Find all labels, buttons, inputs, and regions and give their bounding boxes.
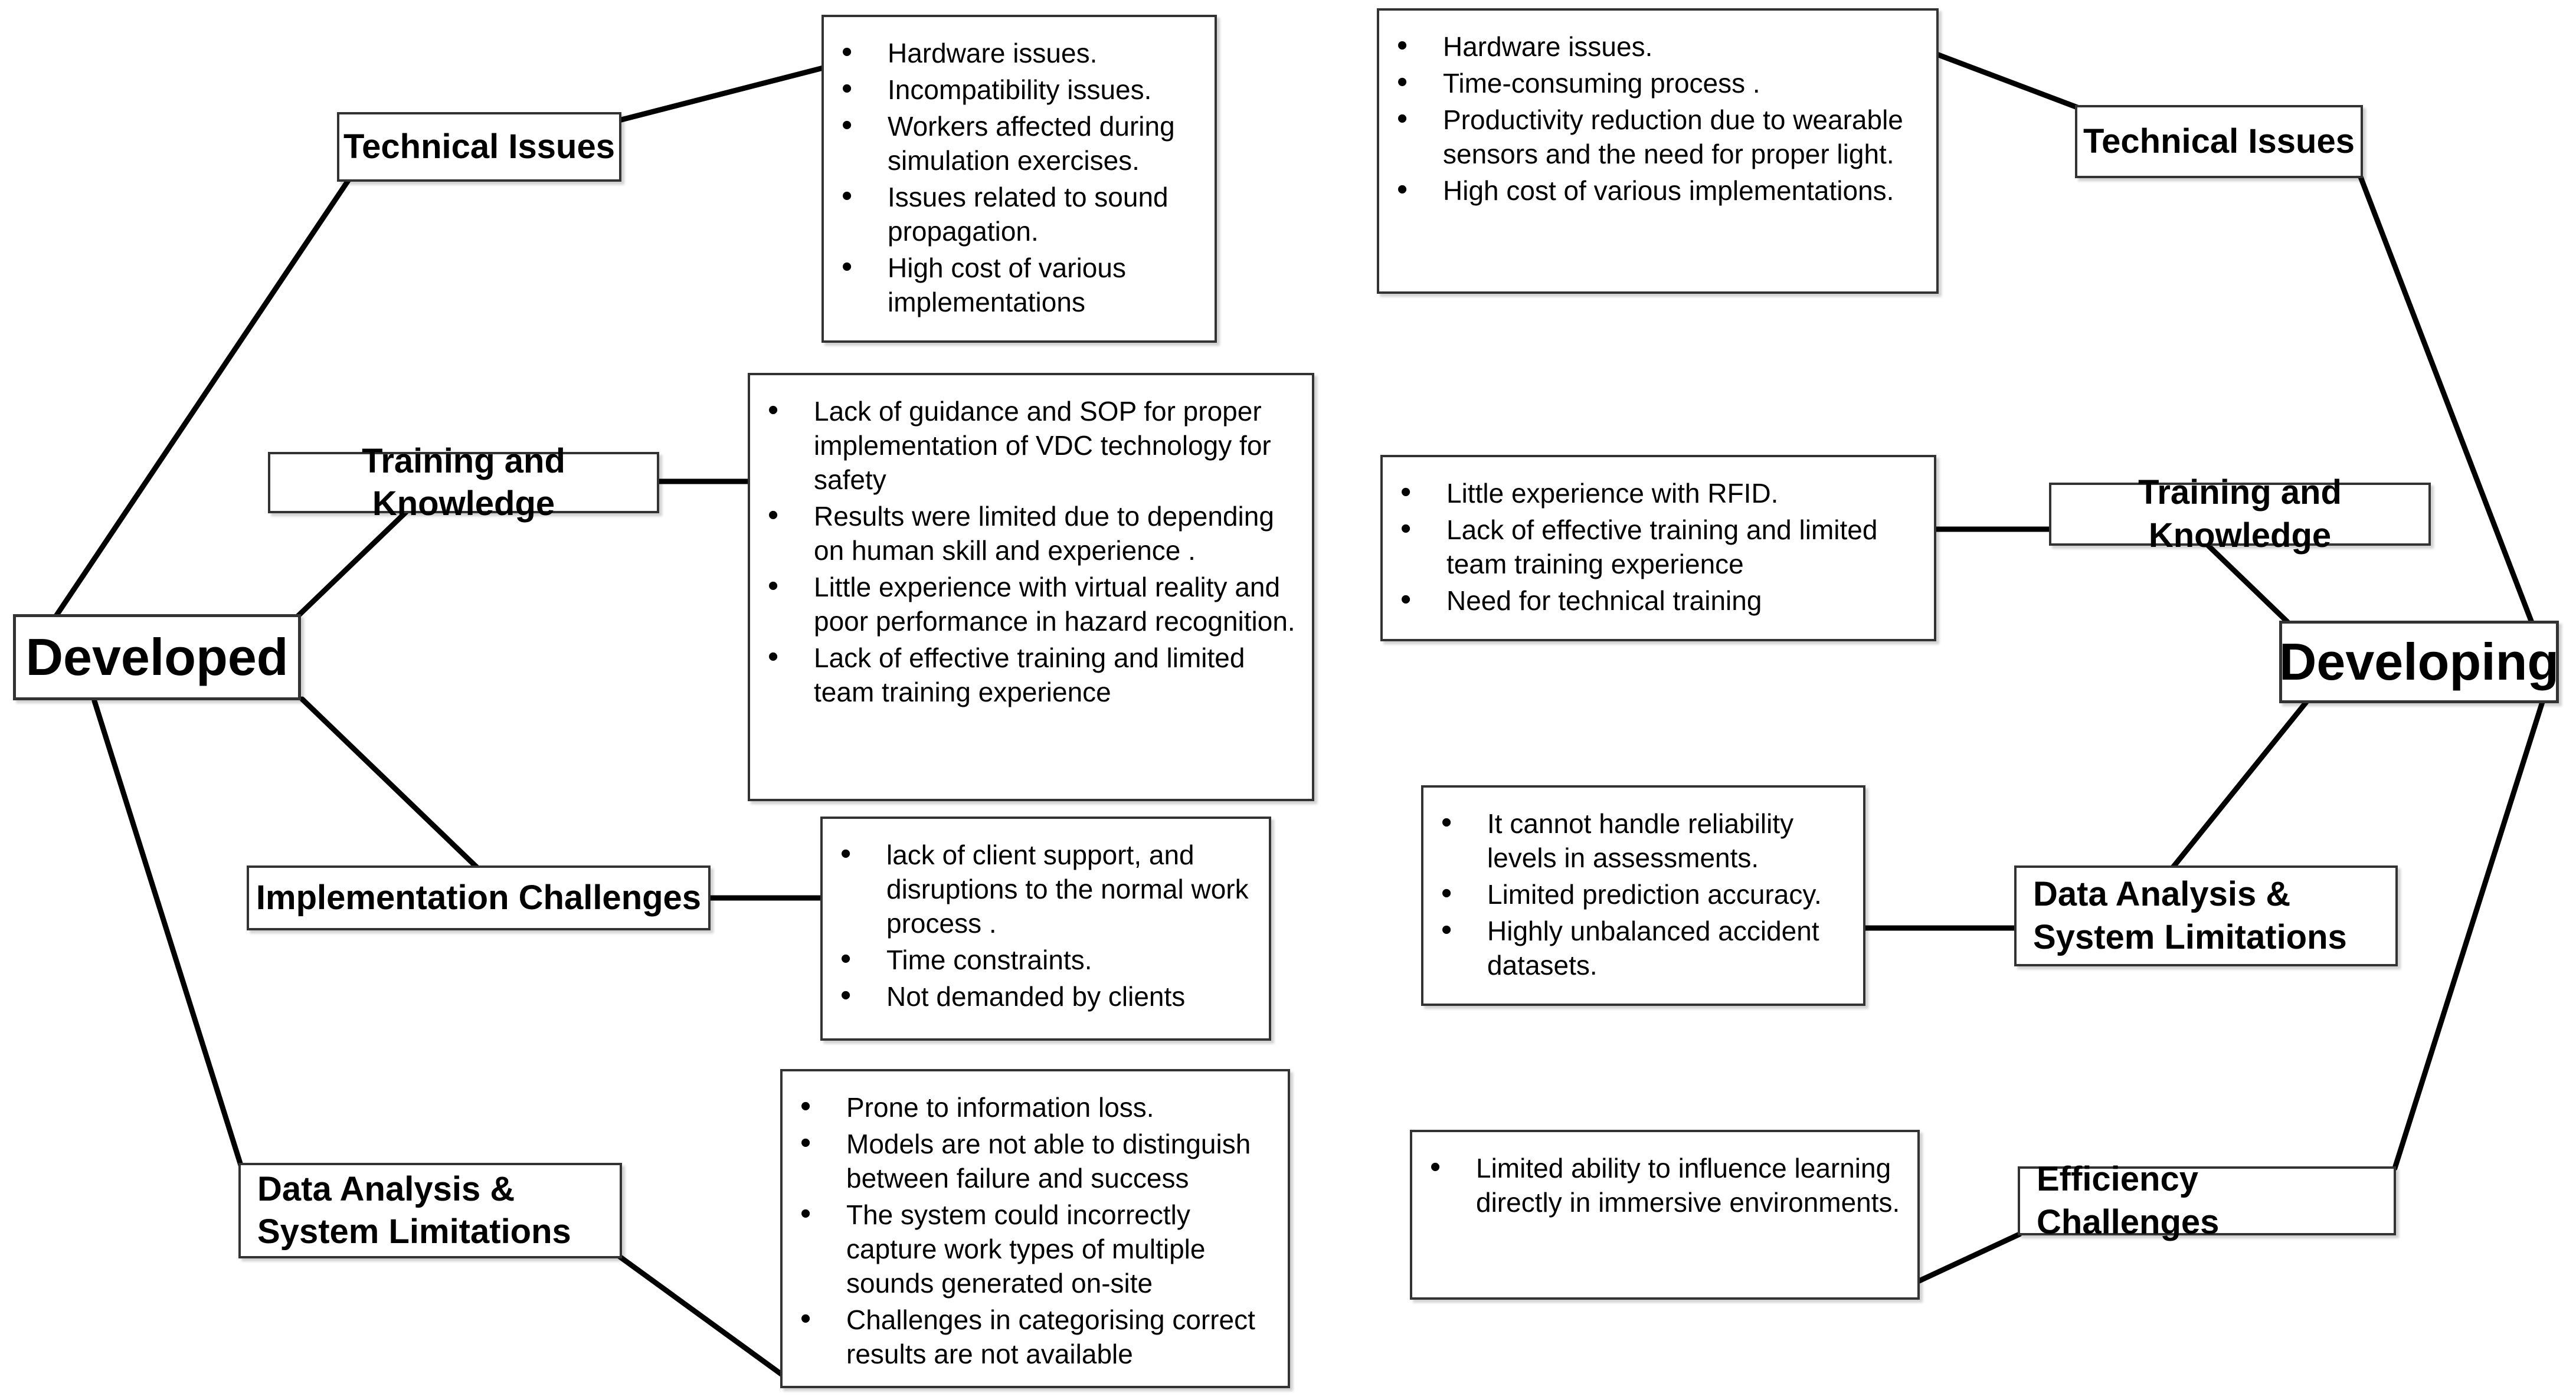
bullet-item: Time-consuming process .	[1379, 65, 1926, 100]
bullet-list: It cannot handle reliability levels in a…	[1423, 788, 1863, 995]
bullet-list: Lack of guidance and SOP for proper impl…	[750, 375, 1312, 722]
connector-line	[617, 1254, 785, 1378]
hub-developing-label: Developing	[2279, 632, 2559, 691]
bullet-item: Time constraints.	[823, 942, 1258, 977]
bullet-list: Hardware issues. Time-consuming process …	[1379, 11, 1936, 221]
bullet-item: Lack of guidance and SOP for proper impl…	[750, 393, 1301, 497]
category-label-data-analysis-left: Data Analysis & System Limitations	[238, 1163, 622, 1258]
category-label-text: Technical Issues	[2083, 122, 2355, 160]
hub-developed: Developed	[13, 614, 301, 700]
hub-developed-label: Developed	[25, 628, 289, 686]
bullet-item: Results were limited due to depending on…	[750, 498, 1301, 568]
bullet-item: lack of client support, and disruptions …	[823, 837, 1258, 940]
detail-box-efficiency-challenges-right: Limited ability to influence learning di…	[1410, 1130, 1920, 1300]
bullet-item: High cost of various implementations	[824, 250, 1204, 319]
bullet-item: Incompatibility issues.	[824, 71, 1204, 107]
bullet-list: Limited ability to influence learning di…	[1412, 1132, 1917, 1232]
detail-box-data-analysis-left: Prone to information loss. Models are no…	[780, 1069, 1290, 1388]
category-label-technical-issues-left: Technical Issues	[337, 112, 621, 182]
bullet-item: Little experience with virtual reality a…	[750, 569, 1301, 638]
connector-line	[2204, 542, 2290, 625]
connector-line	[2358, 174, 2535, 625]
connector-line	[295, 509, 409, 619]
bullet-item: Productivity reduction due to wearable s…	[1379, 101, 1926, 171]
category-label-text: Training and Knowledge	[2138, 473, 2342, 555]
connector-line	[91, 698, 244, 1168]
connector-line	[2170, 699, 2309, 870]
bullet-item: Limited ability to influence learning di…	[1412, 1150, 1907, 1219]
detail-box-implementation-challenges-left: lack of client support, and disruptions …	[820, 817, 1271, 1041]
bullet-item: Not demanded by clients	[823, 978, 1258, 1014]
bullet-list: lack of client support, and disruptions …	[823, 819, 1269, 1027]
bullet-item: Hardware issues.	[824, 35, 1204, 70]
bullet-item: Little experience with RFID.	[1383, 475, 1923, 510]
bullet-item: Lack of effective training and limited t…	[750, 640, 1301, 709]
bullet-item: The system could incorrectly capture wor…	[783, 1196, 1277, 1300]
hub-developing: Developing	[2279, 621, 2559, 703]
category-label-text: Training and Knowledge	[362, 441, 565, 523]
category-label-technical-issues-right: Technical Issues	[2075, 105, 2363, 178]
connector-line	[299, 696, 480, 870]
connector-line	[53, 178, 351, 619]
detail-box-technical-issues-right: Hardware issues. Time-consuming process …	[1377, 8, 1939, 294]
bullet-item: Issues related to sound propagation.	[824, 179, 1204, 248]
bullet-list: Hardware issues. Incompatibility issues.…	[824, 17, 1215, 332]
bullet-item: Models are not able to distinguish betwe…	[783, 1126, 1277, 1195]
connector-line	[2392, 699, 2545, 1171]
connector-line	[614, 65, 826, 124]
detail-box-training-knowledge-left: Lack of guidance and SOP for proper impl…	[748, 373, 1314, 801]
detail-box-technical-issues-left: Hardware issues. Incompatibility issues.…	[821, 15, 1217, 343]
detail-box-training-knowledge-right: Little experience with RFID. Lack of eff…	[1380, 455, 1936, 641]
bullet-item: Lack of effective training and limited t…	[1383, 512, 1923, 581]
bullet-item: Limited prediction accuracy.	[1423, 876, 1852, 912]
bullet-item: Hardware issues.	[1379, 28, 1926, 64]
bullet-list: Prone to information loss. Models are no…	[783, 1071, 1288, 1384]
bullet-list: Little experience with RFID. Lack of eff…	[1383, 457, 1934, 631]
bullet-item: Workers affected during simulation exerc…	[824, 108, 1204, 178]
bullet-item: High cost of various implementations.	[1379, 172, 1926, 208]
category-label-text: Technical Issues	[343, 127, 615, 166]
detail-box-data-analysis-right: It cannot handle reliability levels in a…	[1421, 785, 1865, 1006]
bullet-item: Challenges in categorising correct resul…	[783, 1301, 1277, 1371]
category-label-training-knowledge-right: Training and Knowledge	[2049, 473, 2431, 555]
category-label-text: Data Analysis & System Limitations	[2033, 875, 2347, 956]
bullet-item: Prone to information loss.	[783, 1089, 1277, 1124]
category-label-data-analysis-right: Data Analysis & System Limitations	[2014, 865, 2398, 966]
category-label-efficiency-challenges-right: Efficiency Challenges	[2018, 1160, 2396, 1241]
bullet-item: Need for technical training	[1383, 582, 1923, 618]
category-label-text: Data Analysis & System Limitations	[257, 1169, 571, 1251]
bullet-item: It cannot handle reliability levels in a…	[1423, 805, 1852, 875]
connector-line	[1915, 1231, 2022, 1284]
category-label-text: Implementation Challenges	[256, 878, 702, 917]
connector-line	[1934, 51, 2080, 110]
bullet-item: Highly unbalanced accident datasets.	[1423, 913, 1852, 982]
category-label-training-knowledge-left: Training and Knowledge	[268, 442, 659, 523]
category-label-text: Efficiency Challenges	[2037, 1160, 2220, 1241]
category-label-implementation-challenges-left: Implementation Challenges	[247, 865, 711, 930]
